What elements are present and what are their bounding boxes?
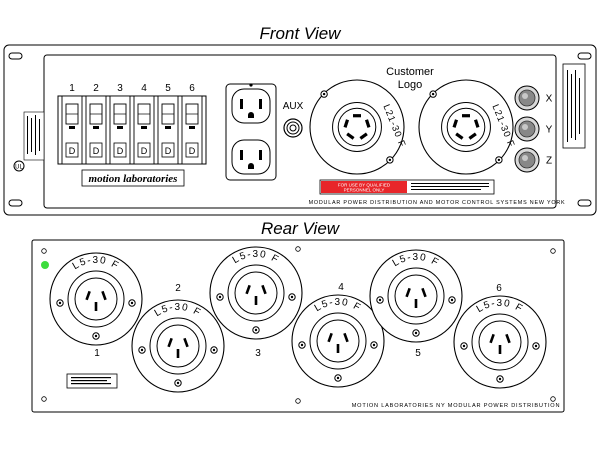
breaker-letter-2: D bbox=[93, 146, 100, 156]
customer-logo-line1: Customer bbox=[386, 66, 434, 78]
rear-receptacle-4[interactable]: L5-30 F bbox=[291, 294, 385, 388]
breaker-letter-5: D bbox=[165, 146, 172, 156]
front-view-title: Front View bbox=[260, 24, 343, 43]
rear-outlet-number-1: 1 bbox=[94, 348, 100, 359]
breaker-letter-6: D bbox=[189, 146, 196, 156]
front-left-label-block: UL bbox=[13, 111, 45, 172]
rear-outlet-number-6: 6 bbox=[496, 283, 502, 294]
rear-receptacle-1[interactable]: L5-30 F bbox=[49, 252, 143, 346]
duplex-outlet-bottom[interactable] bbox=[231, 139, 271, 175]
rear-receptacle-2[interactable]: L5-30 F bbox=[131, 299, 225, 393]
indicator-y: Y bbox=[514, 116, 553, 142]
breaker-5[interactable]: 5D bbox=[157, 83, 179, 165]
info-plate bbox=[562, 63, 586, 149]
twistlock-receptacle-left[interactable]: L21-30 F bbox=[309, 79, 409, 175]
breaker-1[interactable]: 1D bbox=[61, 83, 83, 165]
warning-text-line1: FOR USE BY QUALIFIED bbox=[338, 183, 391, 188]
breaker-bank bbox=[57, 95, 207, 165]
front-bottom-text: MODULAR POWER DISTRIBUTION AND MOTOR CON… bbox=[309, 200, 566, 206]
breaker-2[interactable]: 2D bbox=[85, 83, 107, 165]
aux-label: AUX bbox=[283, 101, 304, 112]
brand-logo: motion laboratories bbox=[81, 169, 185, 187]
rear-bottom-text: MOTION LABORATORIES NY MODULAR POWER DIS… bbox=[352, 403, 561, 409]
breaker-letter-1: D bbox=[69, 146, 76, 156]
breaker-number-2: 2 bbox=[93, 83, 99, 94]
breaker-6[interactable]: 6D bbox=[181, 83, 203, 165]
rear-view-title: Rear View bbox=[261, 219, 341, 238]
rear-outlet-number-4: 4 bbox=[338, 282, 344, 293]
indicator-label-z: Z bbox=[546, 156, 552, 167]
breaker-letter-3: D bbox=[117, 146, 124, 156]
breaker-number-6: 6 bbox=[189, 83, 195, 94]
warning-label: FOR USE BY QUALIFIED PERSONNEL ONLY bbox=[319, 179, 495, 195]
breaker-number-1: 1 bbox=[69, 83, 75, 94]
duplex-outlet-top[interactable] bbox=[231, 83, 271, 124]
ul-mark: UL bbox=[15, 165, 23, 171]
indicator-label-x: X bbox=[546, 94, 553, 105]
status-led bbox=[41, 261, 49, 269]
warning-text-line2: PERSONNEL ONLY bbox=[344, 188, 385, 193]
rear-outlet-number-3: 3 bbox=[255, 348, 261, 359]
breaker-letter-4: D bbox=[141, 146, 148, 156]
rear-mounting-holes bbox=[41, 246, 556, 404]
breaker-3[interactable]: 3D bbox=[109, 83, 131, 165]
breaker-4[interactable]: 4D bbox=[133, 83, 155, 165]
breaker-number-3: 3 bbox=[117, 83, 123, 94]
rear-receptacle-3[interactable]: L5-30 F bbox=[209, 246, 303, 340]
aux-connector[interactable] bbox=[283, 118, 303, 138]
rear-outlet-number-5: 5 bbox=[415, 348, 421, 359]
front-mounting-slots bbox=[8, 52, 592, 207]
indicator-label-y: Y bbox=[546, 125, 553, 136]
brand-text: motion laboratories bbox=[89, 173, 178, 185]
breaker-number-5: 5 bbox=[165, 83, 171, 94]
customer-logo-line2: Logo bbox=[398, 79, 422, 91]
indicator-x: X bbox=[514, 85, 553, 111]
rear-outlet-number-2: 2 bbox=[175, 283, 181, 294]
twistlock-receptacle-right[interactable]: L21-30 F bbox=[418, 79, 518, 175]
rear-serial-label bbox=[66, 373, 118, 389]
rear-receptacle-5[interactable]: L5-30 F bbox=[369, 249, 463, 343]
breaker-number-4: 4 bbox=[141, 83, 147, 94]
rear-receptacle-6[interactable]: L5-30 F bbox=[453, 295, 547, 389]
indicator-z: Z bbox=[514, 147, 552, 173]
